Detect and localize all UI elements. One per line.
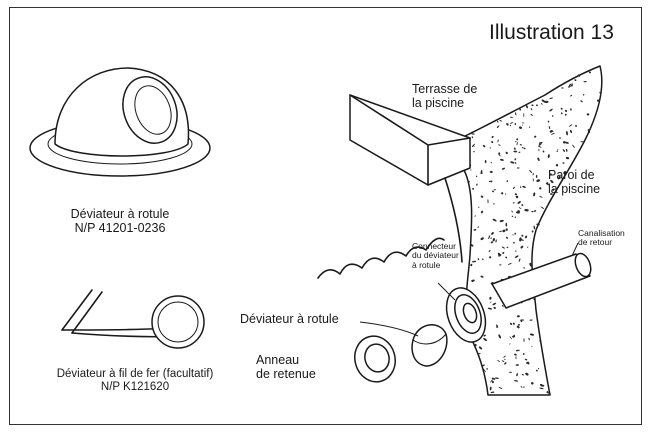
eyeball-fitting — [411, 324, 448, 367]
leader-connector — [437, 282, 456, 301]
label-wire-part: Déviateur à fil de fer (facultatif) N/P … — [56, 368, 214, 394]
eyeball-part-drawing — [29, 67, 211, 177]
leader-eyeball-fitting — [359, 321, 419, 337]
wire-deflector-drawing — [61, 289, 205, 349]
illustration-title: Illustration 13 — [489, 21, 614, 44]
return-pipe — [491, 252, 592, 309]
label-eyeball-fitting: Déviateur à rotule — [240, 312, 339, 326]
label-retaining-ring: Anneau de retenue — [256, 353, 316, 382]
label-connector: Connecteur du déviateur à rotule — [412, 241, 459, 270]
label-pool-deck: Terrasse de la piscine — [412, 82, 478, 111]
illustration-frame — [9, 7, 642, 425]
leader-return-pipe — [571, 242, 579, 257]
label-pool-wall: Paroi de la piscine — [548, 168, 601, 197]
label-return-pipe: Canalisation de retour — [578, 228, 625, 248]
eyeball-connector — [445, 287, 487, 343]
wall-edge-line — [444, 177, 463, 263]
pool-deck-edge — [349, 94, 471, 186]
pool-deck-slab — [349, 94, 471, 186]
retaining-ring — [354, 335, 396, 383]
water-surface-waves — [317, 237, 445, 279]
label-eyeball-part: Déviateur à rotule N/P 41201-0236 — [70, 207, 170, 236]
